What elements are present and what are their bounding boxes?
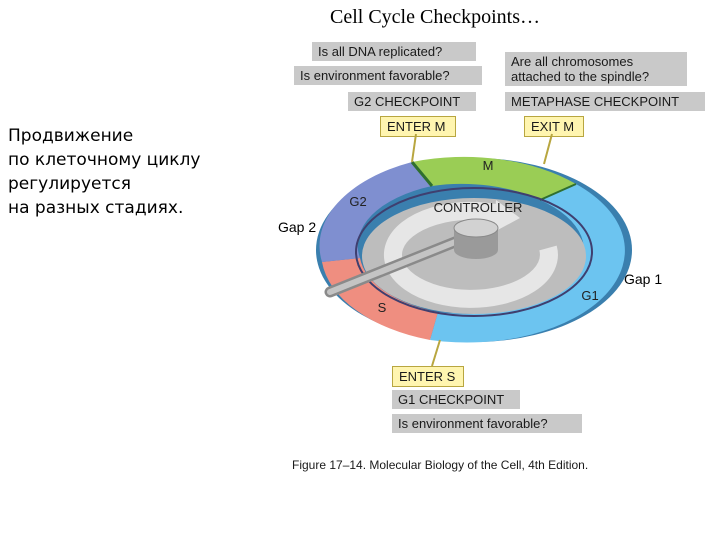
divider-g2-m [410,161,434,187]
enter-s-label: ENTER S [392,366,464,387]
g1-phase-label: G1 [581,288,598,303]
controller-arm-highlight [327,233,473,295]
controller-label: CONTROLLER [434,200,523,215]
description-text: Продвижение по клеточному циклу регулиру… [8,124,200,220]
s-phase-label: S [378,300,387,315]
metaphase-question-line-1: Are all chromosomes [511,54,634,69]
enter-s-pointer [431,339,441,367]
g2-checkpoint-label: G2 CHECKPOINT [348,92,476,111]
g2-question-dna: Is all DNA replicated? [312,42,476,61]
enter-m-label: ENTER M [380,116,456,137]
cycle-arrowhead [494,200,520,232]
description-line-4: на разных стадиях. [8,198,184,218]
metaphase-checkpoint-label: METAPHASE CHECKPOINT [505,92,705,111]
controller-hub-top [453,218,499,238]
m-phase-segment [412,156,576,200]
gap-2-label: Gap 2 [278,219,316,235]
g1-phase-segment [430,184,625,343]
divider-m-g1 [539,183,577,201]
description-line-1: Продвижение [8,126,134,146]
m-phase-label: M [483,158,494,173]
g2-phase-label: G2 [349,194,366,209]
metaphase-question: Are all chromosomes attached to the spin… [505,52,687,86]
description-line-3: регулируется [8,174,131,194]
g2-phase-segment [319,162,432,262]
exit-m-pointer [543,133,553,165]
figure-caption: Figure 17–14. Molecular Biology of the C… [292,458,589,472]
description-line-2: по клеточному циклу [8,150,201,170]
metaphase-question-line-2: attached to the spindle? [511,69,650,84]
g1-checkpoint-label: G1 CHECKPOINT [392,390,520,409]
g1-question-environment: Is environment favorable? [392,414,582,433]
gap-1-label: Gap 1 [624,271,662,287]
exit-m-label: EXIT M [524,116,584,137]
cycle-arrow [383,201,558,308]
enter-m-pointer [411,133,417,163]
inner-rim [355,187,593,317]
slide-title: Cell Cycle Checkpoints… [330,6,540,28]
g2-question-environment: Is environment favorable? [294,66,482,85]
